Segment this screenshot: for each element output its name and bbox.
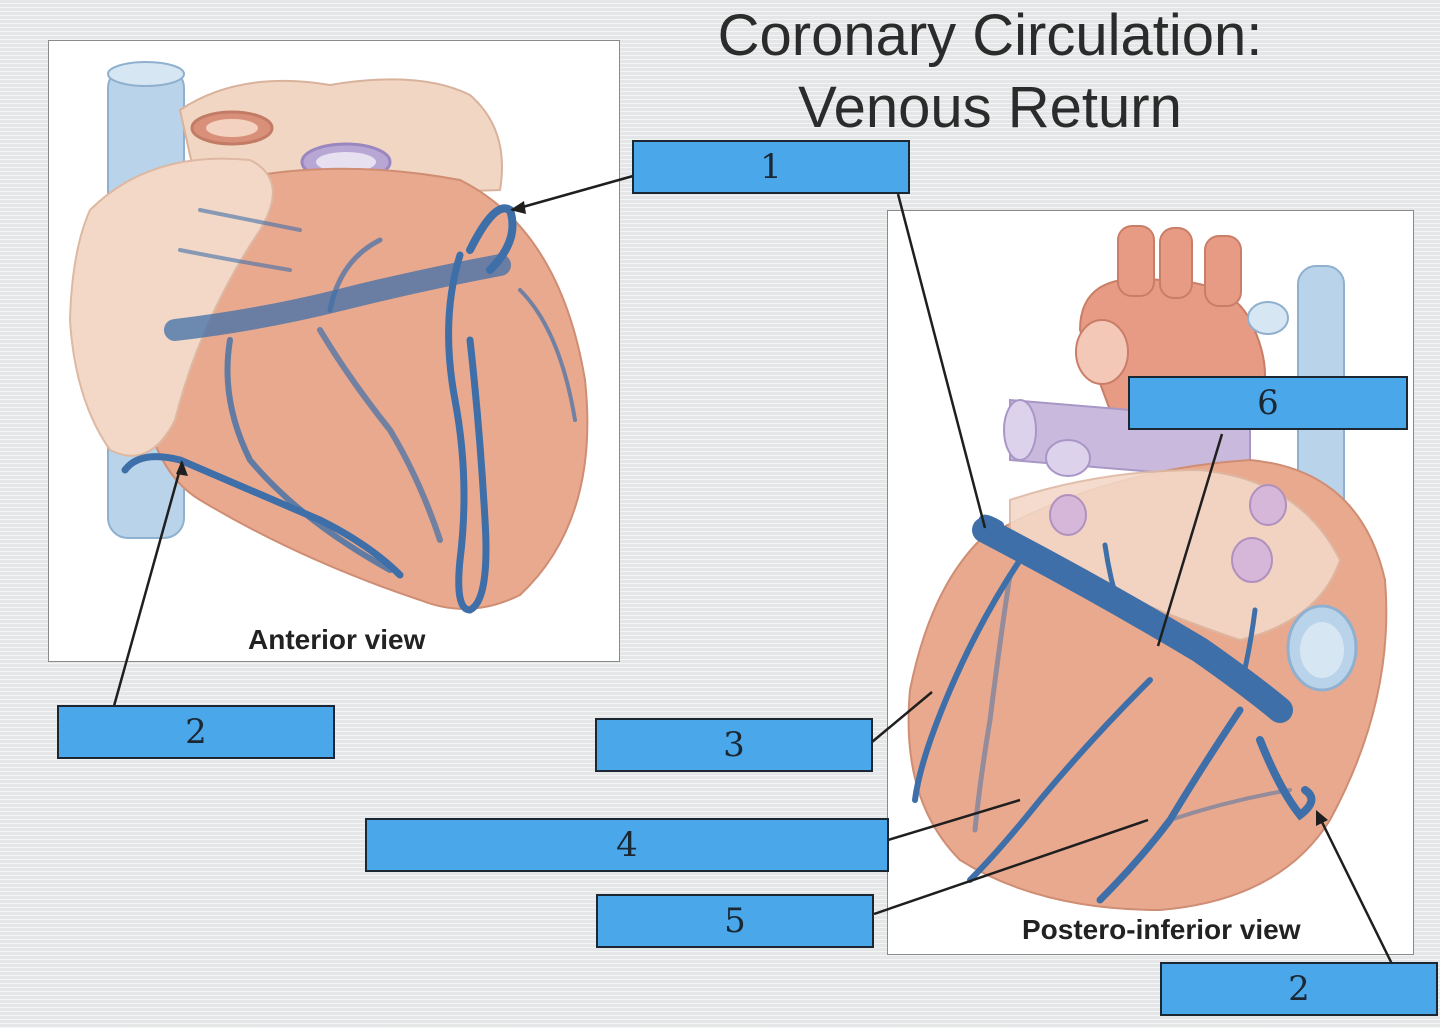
anterior-aorta-lumen [206, 119, 258, 137]
posterior-vein-branch-c [972, 572, 1013, 833]
posterior-inferior-vena-cava-lumen [1300, 622, 1344, 678]
posterior-veins [912, 514, 1316, 904]
arrowhead-2a [176, 460, 188, 476]
leader-arrowheads [176, 201, 1328, 826]
posterior-aortic-branch-2 [1159, 227, 1193, 299]
anterior-branch-2 [317, 327, 443, 543]
posterior-pulmonary-opening-1 [1003, 399, 1037, 461]
anterior-view-label: Anterior view [248, 624, 426, 655]
title-line-2: Venous Return [798, 75, 1182, 140]
posterior-aortic-branch-3 [1204, 235, 1242, 307]
anterior-heart [68, 61, 589, 614]
leader-1-anterior [511, 174, 634, 212]
leader-2-anterior [112, 461, 184, 707]
callout-5[interactable]: 5 [596, 894, 874, 948]
anterior-veins [121, 204, 577, 614]
posterior-heart [907, 225, 1388, 912]
anterior-branch-5 [198, 208, 302, 232]
anterior-small-cardiac-vein [121, 453, 404, 579]
posterior-vein-branch-f [1168, 788, 1292, 822]
title-line-1: Coronary Circulation: [717, 3, 1263, 68]
posterior-pulmonary-vein-2 [1249, 484, 1287, 526]
leader-6 [1156, 433, 1224, 647]
anterior-branch-4 [518, 288, 577, 422]
posterior-pulmonary-vein-1 [1049, 494, 1087, 536]
leader-4 [887, 798, 1021, 842]
anterior-interventricular-vein [445, 251, 490, 614]
leader-5 [873, 818, 1149, 916]
callout-4[interactable]: 4 [365, 818, 889, 872]
posterior-small-cardiac-loop [1256, 736, 1316, 821]
callout-2-posterior[interactable]: 2 [1160, 962, 1438, 1016]
anterior-vena-cava-opening [107, 61, 185, 87]
posterior-view-label: Postero-inferior view [1022, 914, 1301, 945]
anterior-branch-3 [224, 337, 393, 573]
leader-1-posterior [896, 193, 987, 529]
callout-6[interactable]: 6 [1128, 376, 1408, 430]
callout-2-anterior[interactable]: 2 [57, 705, 335, 759]
posterior-vena-cava-side [1247, 301, 1289, 335]
anterior-pulmonary-lumen [316, 152, 376, 172]
anterior-branch-1 [327, 237, 383, 313]
posterior-vein-branch-a [967, 677, 1153, 883]
posterior-pulmonary-vein-3 [1231, 537, 1273, 583]
leader-3 [871, 691, 933, 743]
leader-2-posterior [1316, 813, 1394, 965]
posterior-coronary-sinus [972, 517, 1293, 723]
callout-1[interactable]: 1 [632, 140, 910, 194]
posterior-vein-branch-b [912, 557, 1023, 803]
arrowhead-2b [1316, 810, 1328, 826]
page-title: Coronary Circulation: Venous Return [640, 0, 1340, 144]
posterior-pulmonary-opening-2 [1045, 439, 1091, 477]
posterior-vein-branch-e [1237, 607, 1258, 693]
callout-3[interactable]: 3 [595, 718, 873, 772]
anterior-branch-6 [178, 248, 292, 272]
posterior-vein-branch-d [1102, 542, 1123, 613]
anterior-right-atrium [68, 157, 274, 457]
leader-lines [112, 174, 1394, 965]
arrowhead-1 [510, 201, 526, 214]
posterior-aorta-opening [1075, 319, 1129, 385]
posterior-aortic-branch-1 [1117, 225, 1155, 297]
anterior-great-cardiac-vein [164, 254, 511, 341]
